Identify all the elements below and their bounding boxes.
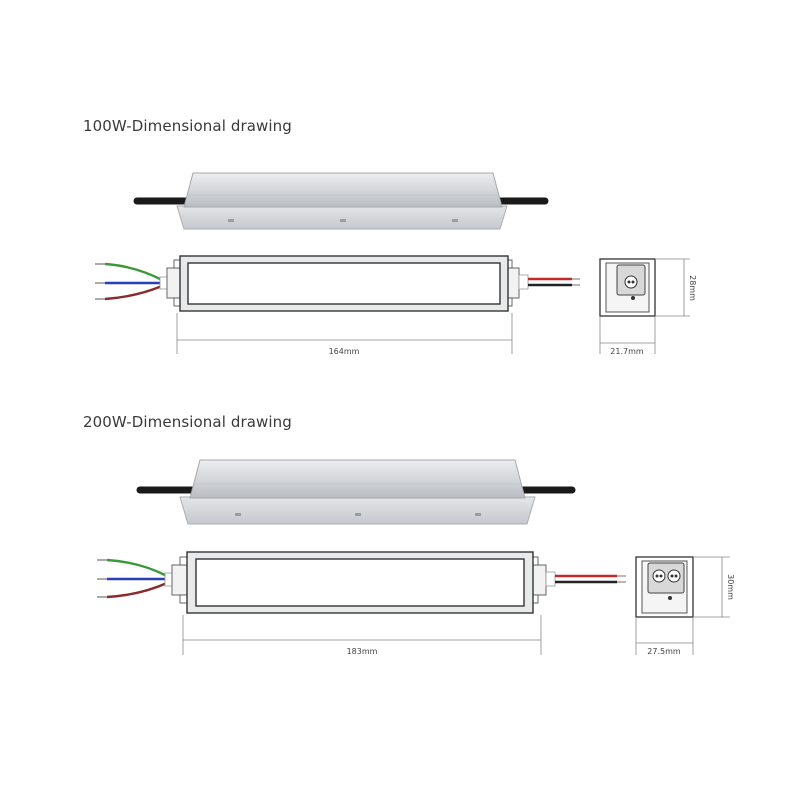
wire-green (106, 558, 168, 578)
heading-100w: 100W-Dimensional drawing (83, 117, 292, 135)
drawing-200w: 183mm 30mm 27.5mm (97, 459, 735, 656)
cable-gland-icon (652, 569, 666, 583)
length-label-100w: 164mm (329, 347, 360, 356)
width-label-100w: 21.7mm (610, 347, 644, 356)
housing-top-panel (195, 558, 525, 607)
top-view-100w (166, 255, 520, 312)
aluminum-housing (189, 459, 526, 499)
height-label-100w: 28mm (688, 275, 697, 301)
height-label-200w: 30mm (726, 574, 735, 600)
heading-200w: 200W-Dimensional drawing (83, 413, 292, 431)
length-label-200w: 183mm (347, 647, 378, 656)
mounting-flange (179, 496, 536, 525)
wires-left-100w (95, 262, 169, 301)
wire-brown (106, 581, 168, 599)
end-view-100w: 28mm 21.7mm (599, 258, 697, 356)
wires-right-200w (545, 571, 626, 587)
wire-green (104, 262, 163, 282)
width-label-200w: 27.5mm (647, 647, 681, 656)
cable-gland-icon (624, 275, 638, 289)
length-dimension-200w: 183mm (182, 615, 542, 656)
top-view-200w (171, 551, 547, 614)
cable-gland-icon (667, 569, 681, 583)
housing-photo-200w (136, 459, 576, 525)
wire-brown (104, 284, 163, 301)
housing-photo-100w (133, 172, 549, 230)
end-view-200w: 30mm 27.5mm (635, 556, 735, 656)
wires-right-100w (518, 274, 580, 290)
drawing-100w: 164mm 28mm 21.7mm (95, 172, 697, 356)
housing-top-panel (187, 262, 501, 305)
mounting-flange (176, 205, 508, 230)
aluminum-housing (183, 172, 503, 208)
length-dimension-100w: 164mm (176, 313, 513, 356)
wires-left-200w (97, 558, 174, 599)
